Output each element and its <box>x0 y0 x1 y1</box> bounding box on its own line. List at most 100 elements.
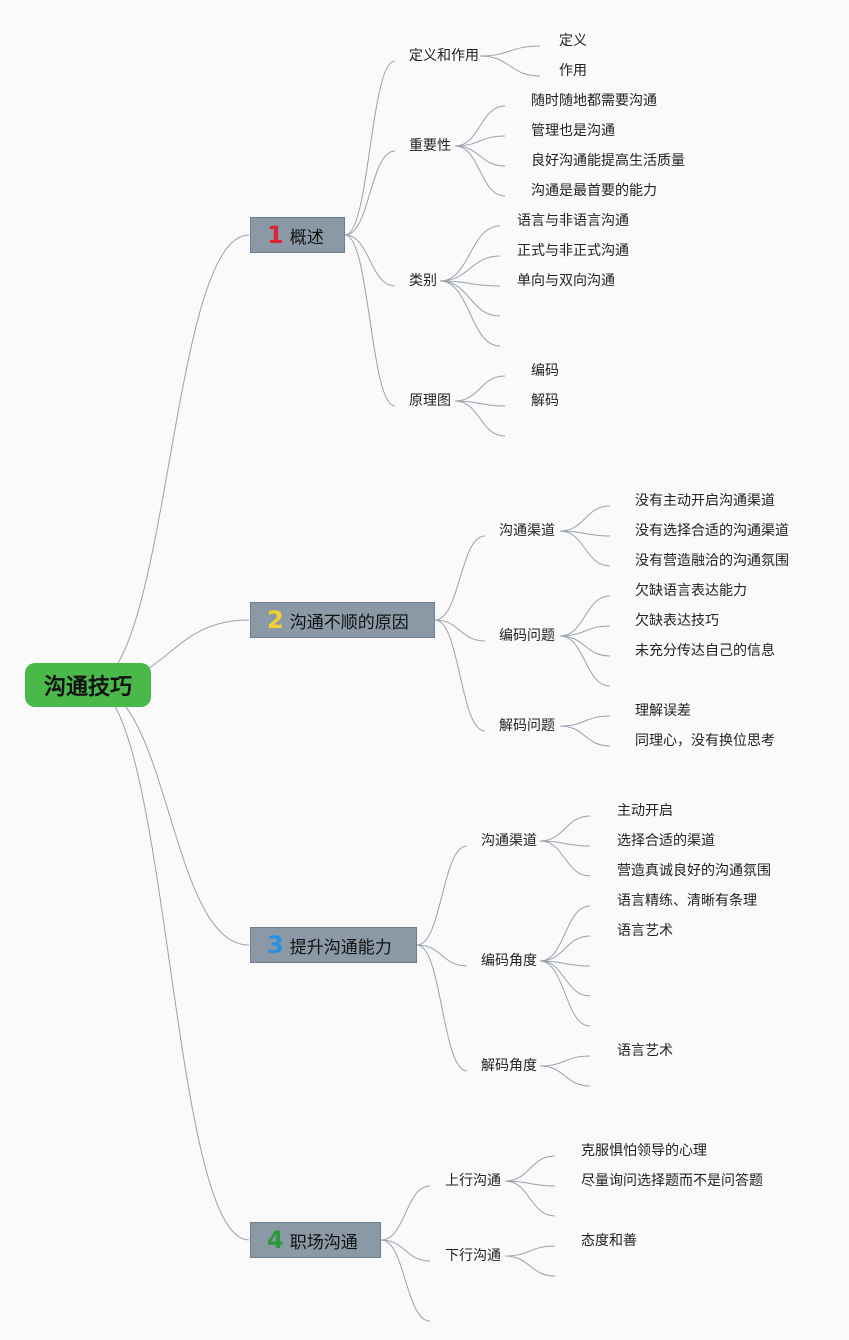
leaf-branch-line <box>539 935 591 962</box>
leaf-branch-line <box>504 1245 556 1257</box>
subtopic-node[interactable]: 沟通渠道 <box>499 523 555 539</box>
leaf-branch-line <box>439 225 501 282</box>
leaf-branch-line <box>559 625 611 637</box>
leaf-branch-line <box>454 375 506 402</box>
section-branch-line <box>434 619 486 642</box>
subtopic-node[interactable]: 沟通渠道 <box>481 833 537 849</box>
leaf-node[interactable]: 语言艺术 <box>617 1043 673 1059</box>
leaf-branch-line <box>539 905 591 962</box>
subtopic-node[interactable]: 上行沟通 <box>445 1173 501 1189</box>
leaf-branch-line <box>559 635 611 657</box>
root-branch-line <box>89 234 250 686</box>
section-branch-line <box>434 535 486 621</box>
subtopic-node[interactable]: 编码问题 <box>499 628 555 644</box>
leaf-node[interactable]: 正式与非正式沟通 <box>517 243 629 259</box>
leaf-node[interactable]: 主动开启 <box>617 803 673 819</box>
section-branch-line <box>344 60 396 236</box>
section-4-node[interactable]: 4 职场沟通 <box>250 1222 381 1258</box>
section-branch-line <box>416 845 468 946</box>
leaf-node[interactable]: 编码 <box>531 363 559 379</box>
subtopic-node[interactable]: 重要性 <box>409 138 451 154</box>
root-node[interactable]: 沟通技巧 <box>25 663 151 707</box>
leaf-branch-line <box>539 815 591 842</box>
leaf-node[interactable]: 同理心，没有换位思考 <box>635 733 775 749</box>
subtopic-node[interactable]: 编码角度 <box>481 953 537 969</box>
section-number: 2 <box>267 606 284 634</box>
leaf-branch-line <box>559 530 611 567</box>
leaf-branch-line <box>539 960 591 1027</box>
leaf-node[interactable]: 尽量询问选择题而不是问答题 <box>581 1173 763 1189</box>
leaf-branch-line <box>454 145 506 197</box>
leaf-node[interactable]: 良好沟通能提高生活质量 <box>531 153 685 169</box>
leaf-branch-line <box>479 45 541 57</box>
leaf-branch-line <box>559 715 611 727</box>
section-label: 沟通不顺的原因 <box>289 612 409 633</box>
leaf-branch-line <box>539 1055 591 1067</box>
subtopic-node[interactable]: 解码问题 <box>499 718 555 734</box>
leaf-node[interactable]: 理解误差 <box>635 703 691 719</box>
subtopic-node[interactable]: 原理图 <box>409 393 451 409</box>
leaf-branch-line <box>439 280 501 287</box>
leaf-node[interactable]: 语言艺术 <box>617 923 673 939</box>
leaf-node[interactable]: 解码 <box>531 393 559 409</box>
leaf-branch-line <box>559 505 611 532</box>
section-2-node[interactable]: 2 沟通不顺的原因 <box>250 602 435 638</box>
root-branch-line <box>89 684 250 1241</box>
leaf-node[interactable]: 欠缺表达技巧 <box>635 613 719 629</box>
section-number: 1 <box>267 221 284 249</box>
section-label: 职场沟通 <box>289 1232 358 1253</box>
section-branch-line <box>380 1239 431 1262</box>
leaf-branch-line <box>454 135 506 147</box>
subtopic-node[interactable]: 解码角度 <box>481 1058 537 1074</box>
leaf-branch-line <box>454 145 506 167</box>
leaf-node[interactable]: 管理也是沟通 <box>531 123 615 139</box>
leaf-node[interactable]: 克服惧怕领导的心理 <box>581 1143 707 1159</box>
leaf-node[interactable]: 单向与双向沟通 <box>517 273 615 289</box>
leaf-node[interactable]: 选择合适的渠道 <box>617 833 715 849</box>
section-branch-line <box>416 944 468 967</box>
leaf-branch-line <box>439 280 501 317</box>
leaf-node[interactable]: 没有选择合适的沟通渠道 <box>635 523 789 539</box>
root-branch-line <box>89 684 250 946</box>
section-branch-line <box>434 619 486 732</box>
leaf-branch-line <box>504 1255 556 1277</box>
subtopic-node[interactable]: 下行沟通 <box>445 1248 501 1264</box>
leaf-branch-line <box>539 840 591 877</box>
leaf-branch-line <box>539 960 591 997</box>
leaf-branch-line <box>454 105 506 147</box>
section-branch-line <box>344 234 396 407</box>
leaf-node[interactable]: 作用 <box>559 63 587 79</box>
section-branch-line <box>380 1239 431 1322</box>
leaf-node[interactable]: 没有营造融洽的沟通氛围 <box>635 553 789 569</box>
leaf-branch-line <box>539 1065 591 1087</box>
leaf-node[interactable]: 语言与非语言沟通 <box>517 213 629 229</box>
subtopic-node[interactable]: 定义和作用 <box>409 48 479 64</box>
leaf-branch-line <box>439 280 501 347</box>
leaf-branch-line <box>504 1155 556 1182</box>
section-branch-line <box>344 234 396 287</box>
leaf-node[interactable]: 定义 <box>559 33 587 49</box>
section-number: 3 <box>267 931 284 959</box>
section-branch-line <box>380 1185 431 1241</box>
section-1-node[interactable]: 1 概述 <box>250 217 345 253</box>
leaf-branch-line <box>454 400 506 437</box>
leaf-node[interactable]: 语言精练、清晰有条理 <box>617 893 757 909</box>
leaf-node[interactable]: 营造真诚良好的沟通氛围 <box>617 863 771 879</box>
leaf-node[interactable]: 沟通是最首要的能力 <box>531 183 657 199</box>
leaf-node[interactable]: 未充分传达自己的信息 <box>635 643 775 659</box>
section-branch-line <box>416 944 468 1072</box>
section-number: 4 <box>267 1226 284 1254</box>
leaf-branch-line <box>559 595 611 637</box>
section-label: 概述 <box>289 227 324 248</box>
leaf-branch-line <box>559 725 611 747</box>
leaf-branch-line <box>504 1180 556 1217</box>
leaf-node[interactable]: 欠缺语言表达能力 <box>635 583 747 599</box>
section-3-node[interactable]: 3 提升沟通能力 <box>250 927 417 963</box>
leaf-node[interactable]: 随时随地都需要沟通 <box>531 93 657 109</box>
leaf-node[interactable]: 没有主动开启沟通渠道 <box>635 493 775 509</box>
section-label: 提升沟通能力 <box>289 937 392 958</box>
leaf-node[interactable]: 态度和善 <box>581 1233 637 1249</box>
subtopic-node[interactable]: 类别 <box>409 273 437 289</box>
leaf-branch-line <box>559 635 611 687</box>
